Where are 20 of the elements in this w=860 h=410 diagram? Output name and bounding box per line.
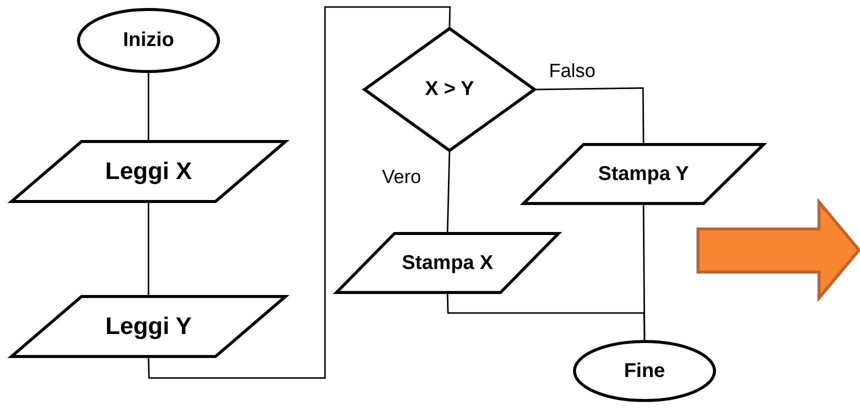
node-label: Leggi Y — [105, 312, 192, 340]
start-terminal — [77, 8, 220, 73]
connector-line — [642, 205, 646, 340]
decision-diamond — [363, 27, 536, 152]
input-parallelogram — [10, 295, 287, 358]
connector-line — [148, 203, 150, 295]
input-parallelogram — [10, 140, 287, 203]
connector-line — [536, 87, 644, 143]
output-parallelogram — [335, 232, 560, 294]
node-label: Leggi X — [105, 158, 192, 186]
node-label: Stampa X — [402, 252, 494, 274]
end-terminal — [573, 340, 716, 402]
connector-line — [148, 6, 451, 379]
node-label: Fine — [624, 360, 666, 382]
output-parallelogram — [522, 143, 765, 205]
connector-line — [446, 152, 450, 232]
connector-line — [148, 73, 150, 140]
node-label: X > Y — [424, 78, 474, 101]
node-label: Inizio — [122, 29, 174, 52]
node-label: Stampa Y — [598, 162, 689, 186]
